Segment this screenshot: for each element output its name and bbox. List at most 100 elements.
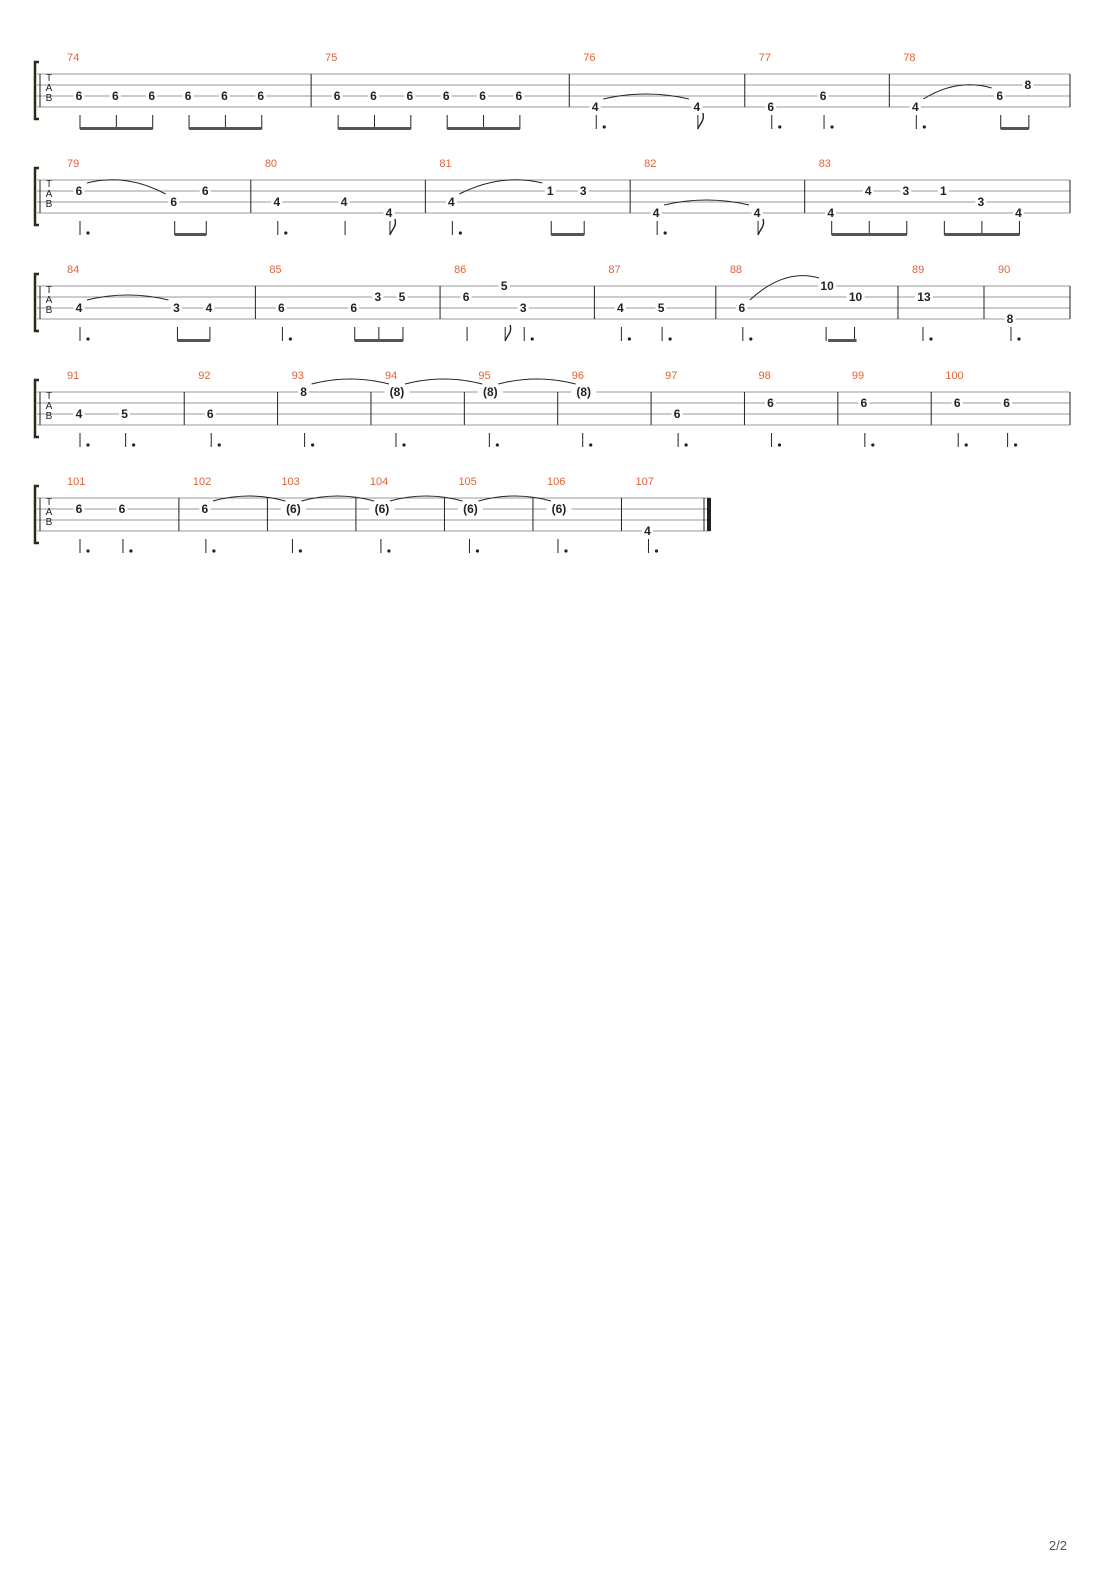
- tie-arc: [749, 275, 820, 301]
- fret-number: (8): [390, 385, 405, 399]
- dot-marker: [627, 337, 631, 341]
- fret-number: 1: [547, 184, 554, 198]
- measure-number: 106: [547, 476, 565, 488]
- fret-backdrop: [914, 290, 933, 303]
- flag-marker: [504, 324, 512, 342]
- fret-number: 5: [658, 301, 665, 315]
- flag-marker: [389, 218, 397, 236]
- fret-backdrop: [1012, 206, 1024, 219]
- fret-backdrop: [280, 502, 306, 515]
- fret-number: 4: [273, 195, 280, 209]
- fret-backdrop: [650, 206, 662, 219]
- fret-number: 6: [860, 396, 867, 410]
- tie-arc: [389, 495, 463, 502]
- fret-number: 10: [849, 290, 863, 304]
- fret-number: 6: [1003, 396, 1010, 410]
- measure-number: 75: [325, 52, 337, 64]
- fret-backdrop: [331, 89, 343, 102]
- fret-backdrop: [975, 195, 987, 208]
- fret-backdrop: [498, 279, 510, 292]
- beam: [944, 233, 1020, 236]
- tab-clef-letter: T: [46, 497, 52, 508]
- measure-number: 90: [998, 264, 1010, 276]
- tab-clef-letter: B: [46, 517, 53, 528]
- measure-number: 103: [281, 476, 299, 488]
- fret-number: 3: [978, 195, 985, 209]
- fret-backdrop: [736, 301, 748, 314]
- fret-number: 6: [767, 396, 774, 410]
- dot-marker: [777, 443, 782, 447]
- tab-clef-letter: A: [46, 401, 53, 412]
- fret-number: 4: [653, 206, 660, 220]
- fret-backdrop: [641, 524, 653, 537]
- dot-marker: [589, 443, 593, 447]
- dot-marker: [475, 549, 480, 553]
- beam: [447, 127, 520, 130]
- measure-number: 91: [67, 370, 79, 382]
- tab-clef-letter: T: [46, 285, 52, 296]
- measure-number: 81: [439, 158, 451, 170]
- beam: [831, 233, 907, 236]
- fret-number: 4: [76, 407, 83, 421]
- fret-backdrop: [818, 279, 837, 292]
- fret-backdrop: [614, 301, 626, 314]
- fret-backdrop: [751, 206, 763, 219]
- system-bracket: [33, 272, 39, 333]
- fret-backdrop: [571, 385, 597, 398]
- fret-number: 3: [580, 184, 587, 198]
- tie-arc: [301, 495, 375, 502]
- fret-backdrop: [116, 502, 128, 515]
- fret-backdrop: [909, 100, 921, 113]
- measure-number: 83: [819, 158, 831, 170]
- measure-number: 86: [454, 264, 466, 276]
- fret-number: 4: [1015, 206, 1022, 220]
- fret-number: (6): [286, 502, 301, 516]
- fret-backdrop: [825, 206, 837, 219]
- dot-marker: [217, 443, 221, 447]
- fret-number: 6: [674, 407, 681, 421]
- measure-number: 79: [67, 158, 79, 170]
- dot-marker: [530, 337, 534, 341]
- tab-clef-letter: A: [46, 189, 53, 200]
- fret-number: 10: [820, 279, 834, 293]
- tie-arc: [923, 84, 992, 100]
- fret-number: 13: [917, 290, 931, 304]
- fret-number: 6: [112, 89, 119, 103]
- measure-number: 87: [608, 264, 620, 276]
- measure-number: 78: [903, 52, 915, 64]
- fret-backdrop: [168, 195, 180, 208]
- fret-number: 6: [516, 89, 523, 103]
- fret-number: 1: [940, 184, 947, 198]
- dot-marker: [929, 337, 933, 341]
- fret-backdrop: [218, 89, 230, 102]
- fret-backdrop: [764, 396, 776, 409]
- fret-backdrop: [396, 290, 408, 303]
- beam: [189, 127, 262, 130]
- fret-backdrop: [204, 407, 216, 420]
- fret-backdrop: [691, 100, 703, 113]
- tie-arc: [498, 378, 576, 385]
- measure-number: 105: [458, 476, 476, 488]
- dot-marker: [284, 231, 288, 235]
- fret-number: 4: [617, 301, 624, 315]
- fret-number: (8): [483, 385, 498, 399]
- dot-marker: [86, 337, 90, 341]
- system-bracket: [33, 378, 39, 439]
- measure-number: 84: [67, 264, 79, 276]
- tie-arc: [478, 495, 552, 502]
- tie-arc: [404, 378, 483, 385]
- dot-marker: [654, 549, 659, 553]
- fret-backdrop: [951, 396, 963, 409]
- fret-backdrop: [73, 407, 85, 420]
- flag-marker: [697, 112, 705, 130]
- fret-backdrop: [384, 385, 410, 398]
- fret-backdrop: [203, 301, 215, 314]
- fret-number: (6): [552, 502, 567, 516]
- fret-backdrop: [73, 301, 85, 314]
- fret-backdrop: [1001, 396, 1013, 409]
- fret-backdrop: [577, 184, 589, 197]
- fret-number: 6: [996, 89, 1003, 103]
- beam: [828, 339, 857, 342]
- fret-backdrop: [255, 89, 267, 102]
